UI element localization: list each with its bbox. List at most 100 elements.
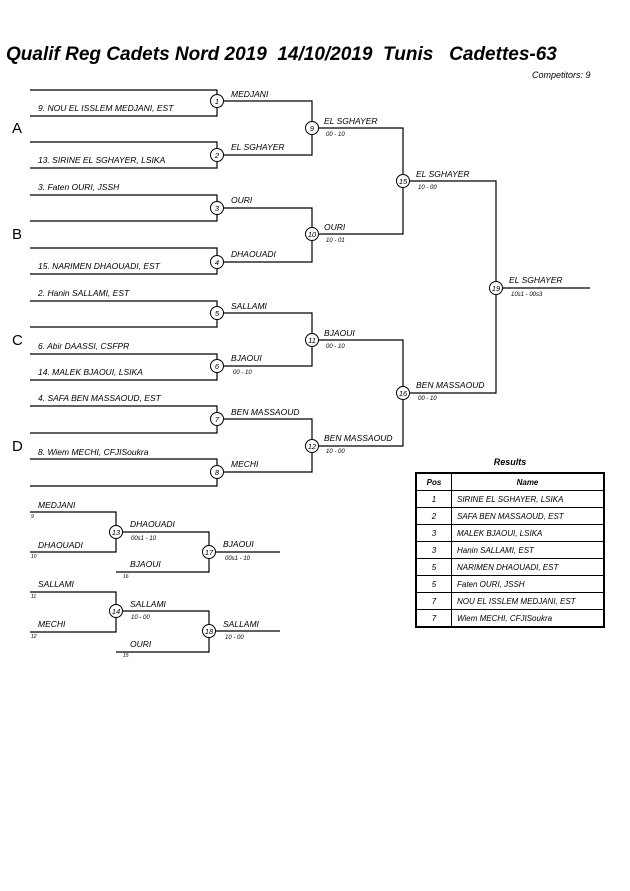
score-match-12: 10 - 00	[326, 449, 345, 455]
match-number-10: 10	[308, 230, 317, 239]
match-number-12: 12	[308, 442, 317, 451]
entry-ouri: 3. Faten OURI, JSSH	[38, 182, 120, 192]
repechage-bottom-1: DHAOUADI	[38, 540, 84, 550]
winner-match-7: BEN MASSAOUD	[231, 407, 300, 417]
row-pos: 3	[415, 524, 452, 542]
winner-match-6: BJAOUI	[231, 353, 262, 363]
entry-el-sghayer: 13. SIRINE EL SGHAYER, LSIKA	[38, 155, 166, 165]
match-number-16: 16	[399, 389, 408, 398]
row-pos: 7	[415, 609, 452, 628]
row-name: SAFA BEN MASSAOUD, EST	[451, 507, 605, 525]
repechage-winner-13: DHAOUADI	[130, 519, 176, 529]
col-name-header: Name	[451, 472, 605, 491]
winner-match-10: OURI	[324, 222, 346, 232]
winner-match-5: SALLAMI	[231, 301, 268, 311]
match-number-3: 3	[215, 204, 220, 213]
repechage-ref-9: 9	[31, 514, 34, 520]
score-match-6: 00 - 10	[233, 370, 252, 376]
row-name: Faten OURI, JSSH	[451, 575, 605, 593]
row-pos: 5	[415, 558, 452, 576]
match-number-8: 8	[215, 468, 220, 477]
row-pos: 3	[415, 541, 452, 559]
results-header-row: Pos Name	[415, 472, 605, 491]
repechage-ref-15: 15	[123, 653, 129, 659]
match-number-6: 6	[215, 362, 220, 371]
match-number-17: 17	[205, 548, 214, 557]
repechage-score-13: 00s1 - 10	[131, 536, 157, 542]
row-name: NARIMEN DHAOUADI, EST	[451, 558, 605, 576]
match-number-18: 18	[205, 627, 214, 636]
score-match-10: 10 - 01	[326, 238, 345, 244]
score-match-15: 10 - 00	[418, 185, 437, 191]
score-match-11: 00 - 10	[326, 344, 345, 350]
repechage-ref-11: 11	[31, 594, 36, 600]
entry-daassi: 6. Abir DAASSI, CSFPR	[38, 341, 129, 351]
row-pos: 7	[415, 592, 452, 610]
winner-match-4: DHAOUADI	[231, 249, 277, 259]
match-number-1: 1	[215, 97, 219, 106]
match-number-5: 5	[215, 309, 220, 318]
winner-match-8: MECHI	[231, 459, 259, 469]
score-match-9: 00 - 10	[326, 132, 345, 138]
pool-label-b: B	[12, 226, 22, 243]
repechage-winner-18: SALLAMI	[223, 619, 260, 629]
repechage-winner-14: SALLAMI	[130, 599, 167, 609]
row-pos: 2	[415, 507, 452, 525]
row-pos: 5	[415, 575, 452, 593]
entry-dhaouadi: 15. NARIMEN DHAOUADI, EST	[38, 261, 161, 271]
match-number-13: 13	[112, 528, 121, 537]
winner-match-1: MEDJANI	[231, 89, 269, 99]
row-name: SIRINE EL SGHAYER, LSIKA	[451, 490, 605, 508]
row-name: MALEK BJAOUI, LSIKA	[451, 524, 605, 542]
row-name: NOU EL ISSLEM MEDJANI, EST	[451, 592, 605, 610]
pool-label-c: C	[12, 332, 23, 349]
repechage-top-1: MEDJANI	[38, 500, 76, 510]
pool-label-d: D	[12, 438, 23, 455]
entry-medjani: 9. NOU EL ISSLEM MEDJANI, EST	[38, 103, 174, 113]
pool-label-a: A	[12, 120, 22, 137]
entry-ben-massaoud: 4. SAFA BEN MASSAOUD, EST	[38, 393, 162, 403]
row-name: Wiem MECHI, CFJISoukra	[451, 609, 605, 628]
entry-bjaoui: 14. MALEK BJAOUI, LSIKA	[38, 367, 143, 377]
repechage-opponent-17: BJAOUI	[130, 559, 161, 569]
entry-mechi: 8. Wiem MECHI, CFJISoukra	[38, 447, 149, 457]
repechage-score-18: 10 - 00	[225, 635, 244, 641]
winner-match-15: EL SGHAYER	[416, 169, 470, 179]
winner-match-19: EL SGHAYER	[509, 275, 563, 285]
match-number-11: 11	[308, 336, 316, 345]
repechage-bottom-2: MECHI	[38, 619, 66, 629]
match-number-9: 9	[310, 124, 315, 133]
winner-match-16: BEN MASSAOUD	[416, 380, 485, 390]
match-number-2: 2	[214, 151, 220, 160]
repechage-score-14: 10 - 00	[131, 615, 150, 621]
repechage-ref-12: 12	[31, 634, 37, 640]
match-number-7: 7	[215, 415, 220, 424]
winner-match-11: BJAOUI	[324, 328, 355, 338]
row-name: Hanin SALLAMI, EST	[451, 541, 605, 559]
col-pos-header: Pos	[415, 472, 452, 491]
match-number-4: 4	[215, 258, 219, 267]
results-title: Results	[493, 457, 527, 467]
winner-match-9: EL SGHAYER	[324, 116, 378, 126]
match-number-14: 14	[112, 607, 120, 616]
repechage-score-17: 00s1 - 10	[225, 556, 251, 562]
repechage-ref-10: 10	[31, 554, 37, 560]
match-number-19: 19	[492, 284, 501, 293]
page-title: Qualif Reg Cadets Nord 2019 14/10/2019 T…	[6, 44, 557, 65]
repechage-opponent-18: OURI	[130, 639, 152, 649]
winner-match-2: EL SGHAYER	[231, 142, 285, 152]
repechage-winner-17: BJAOUI	[223, 539, 254, 549]
row-pos: 1	[415, 490, 452, 508]
repechage-top-2: SALLAMI	[38, 579, 75, 589]
repechage-ref-16: 16	[123, 574, 129, 580]
